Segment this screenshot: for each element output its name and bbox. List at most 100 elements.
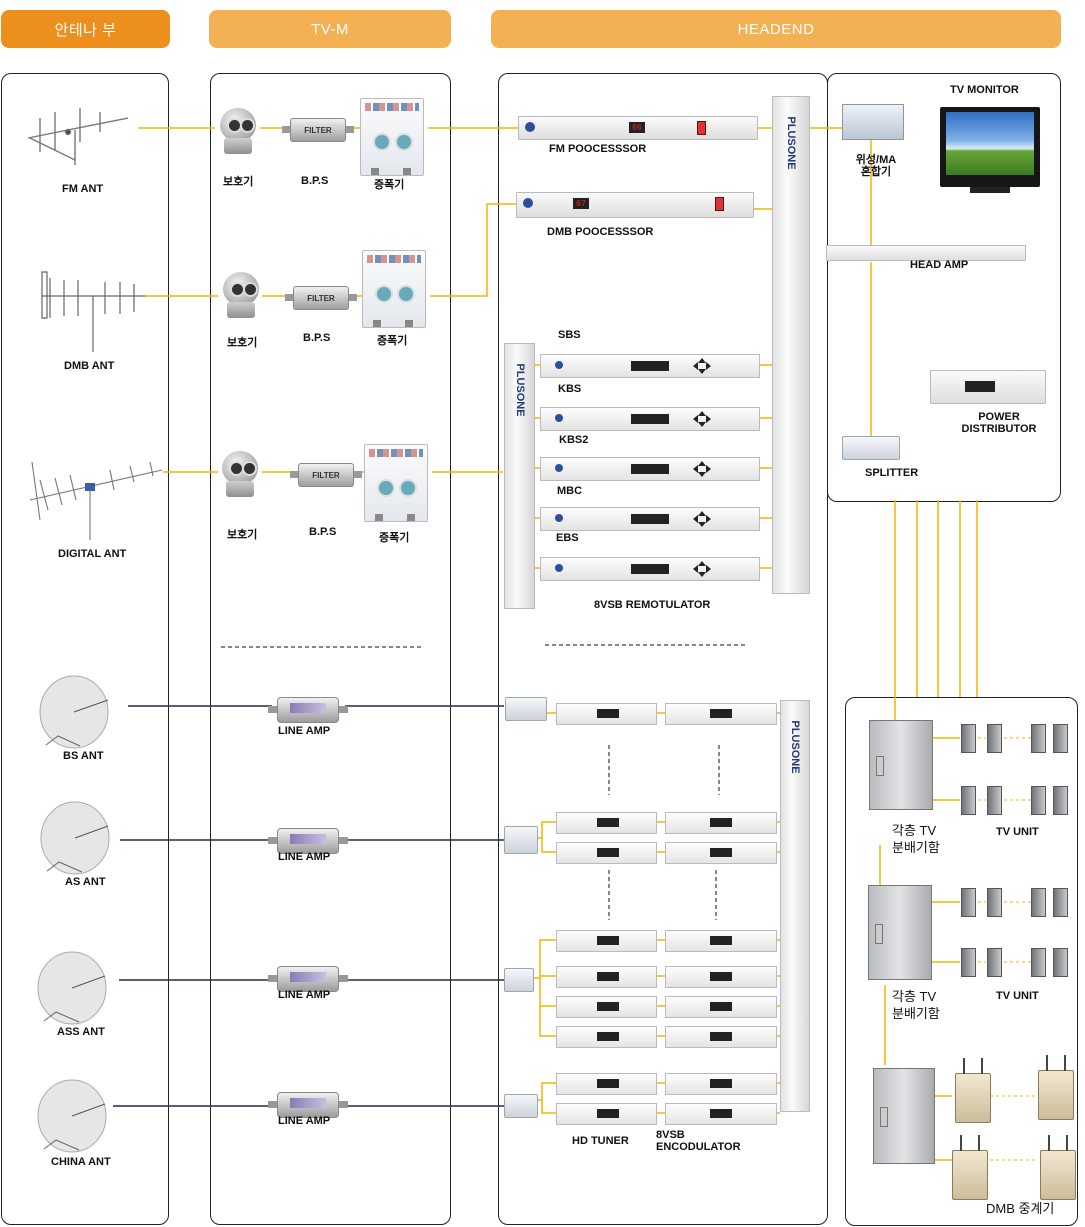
distribution-cabinet — [873, 1068, 935, 1164]
protector-label: 보호기 — [223, 176, 254, 188]
header-headend: HEADEND — [491, 10, 1061, 48]
tv-unit-icon — [1031, 786, 1046, 815]
demodulator-unit — [540, 557, 760, 581]
dmb-repeater-label: DMB 중계기 — [986, 1201, 1055, 1216]
dpad-icon — [693, 358, 711, 374]
encodulator-unit — [665, 1026, 777, 1048]
line-amp-label: LINE AMP — [278, 851, 331, 863]
bs-antenna-label: BS ANT — [63, 750, 104, 762]
tv-unit-icon — [1053, 724, 1068, 753]
bps-filter-icon: FILTER — [285, 286, 357, 310]
channel-label: EBS — [556, 532, 579, 544]
tv-unit-label: TV UNIT — [996, 990, 1039, 1002]
fm-processor-label: FM POOCESSSOR — [549, 143, 647, 155]
encodulator-unit — [665, 966, 777, 988]
dmb-antenna-label: DMB ANT — [64, 360, 115, 372]
encodulator-label: 8VSB ENCODULATOR — [656, 1129, 741, 1153]
tv-unit-icon — [1053, 948, 1068, 977]
ass-antenna-icon — [37, 951, 107, 1025]
channel-label: MBC — [557, 485, 583, 497]
cabinet-label: 각층 TV 분배기함 — [892, 823, 940, 855]
hd-tuner-unit — [556, 996, 657, 1018]
satellite-splitter — [504, 1094, 538, 1118]
splitter-label: SPLITTER — [865, 467, 919, 479]
tv-monitor-icon — [940, 107, 1040, 193]
dmb-display: 07 — [573, 198, 589, 209]
demodulator-unit — [540, 507, 760, 531]
hd-tuner-unit — [556, 1103, 657, 1125]
bps-label: B.P.S — [309, 526, 337, 538]
line-amp-icon — [268, 828, 348, 854]
divider-rack: PLUSONE — [772, 96, 810, 594]
line-amp-label: LINE AMP — [278, 725, 331, 737]
bs-antenna-icon — [39, 675, 109, 749]
encodulator-unit — [665, 703, 777, 725]
power-distributor-label: POWER DISTRIBUTOR — [961, 411, 1037, 435]
protector-icon — [216, 108, 260, 154]
dpad-icon — [693, 511, 711, 527]
protector-label: 보호기 — [227, 337, 258, 349]
fm-antenna-icon — [27, 108, 129, 165]
satellite-splitter — [504, 826, 538, 854]
protector-icon — [218, 451, 262, 497]
demodulator-unit — [540, 407, 760, 431]
tv-unit-icon — [1053, 888, 1068, 917]
hd-tuner-unit — [556, 703, 657, 725]
distribution-cabinet — [869, 720, 933, 810]
as-antenna-label: AS ANT — [65, 876, 106, 888]
head-amp-unit — [826, 245, 1026, 261]
digital-antenna-icon — [29, 461, 163, 540]
satellite-splitter — [504, 968, 534, 992]
dmb-repeater-icon — [955, 1058, 991, 1123]
satellite-splitter — [505, 697, 547, 721]
distribution-cabinet — [868, 885, 932, 980]
mixer-label: 위성/MA 혼합기 — [855, 154, 897, 178]
encodulator-unit — [665, 996, 777, 1018]
tv-unit-icon — [961, 724, 976, 753]
tv-unit-icon — [1031, 888, 1046, 917]
remodulator-label: 8VSB REMOTULATOR — [594, 599, 711, 611]
encodulator-unit — [665, 1073, 777, 1095]
tv-unit-icon — [1031, 724, 1046, 753]
fm-display: 06 — [629, 122, 645, 133]
ass-antenna-label: ASS ANT — [57, 1026, 105, 1038]
divider-rack-2: PLUSONE — [780, 700, 810, 1112]
tv-unit-icon — [1031, 948, 1046, 977]
channel-label: KBS2 — [559, 434, 589, 446]
head-amp-label: HEAD AMP — [910, 259, 969, 271]
tv-monitor-label: TV MONITOR — [950, 84, 1019, 96]
demodulator-unit — [540, 457, 760, 481]
as-antenna-icon — [40, 801, 110, 875]
amplifier-icon — [362, 250, 426, 328]
amplifier-label: 증폭기 — [374, 179, 405, 191]
encodulator-unit — [665, 1103, 777, 1125]
header-antenna: 안테나 부 — [1, 10, 170, 48]
hd-tuner-unit — [556, 966, 657, 988]
amplifier-label: 증폭기 — [379, 532, 410, 544]
tv-unit-icon — [987, 948, 1002, 977]
dmb-repeater-icon — [1040, 1135, 1076, 1200]
encodulator-unit — [665, 930, 777, 952]
line-amp-icon — [268, 966, 348, 992]
hd-tuner-label: HD TUNER — [572, 1135, 629, 1147]
dmb-antenna-icon — [41, 271, 145, 352]
dmb-repeater-icon — [1038, 1055, 1074, 1120]
tv-unit-icon — [987, 888, 1002, 917]
hd-tuner-unit — [556, 930, 657, 952]
panel-antenna — [1, 73, 169, 1225]
mixer-icon — [842, 104, 904, 140]
fm-processor-unit: 06 — [518, 116, 758, 140]
hd-tuner-unit — [556, 1026, 657, 1048]
dmb-processor-label: DMB POOCESSSOR — [547, 226, 654, 238]
dpad-icon — [693, 461, 711, 477]
digital-antenna-label: DIGITAL ANT — [58, 548, 127, 560]
amplifier-icon — [360, 98, 424, 176]
demodulator-unit — [540, 354, 760, 378]
tv-unit-label: TV UNIT — [996, 826, 1039, 838]
dmb-processor-unit: 07 — [516, 192, 754, 218]
protector-icon — [219, 272, 263, 318]
tv-unit-icon — [987, 724, 1002, 753]
china-antenna-icon — [37, 1079, 107, 1153]
hd-tuner-unit — [556, 812, 657, 834]
line-amp-icon — [268, 697, 348, 723]
